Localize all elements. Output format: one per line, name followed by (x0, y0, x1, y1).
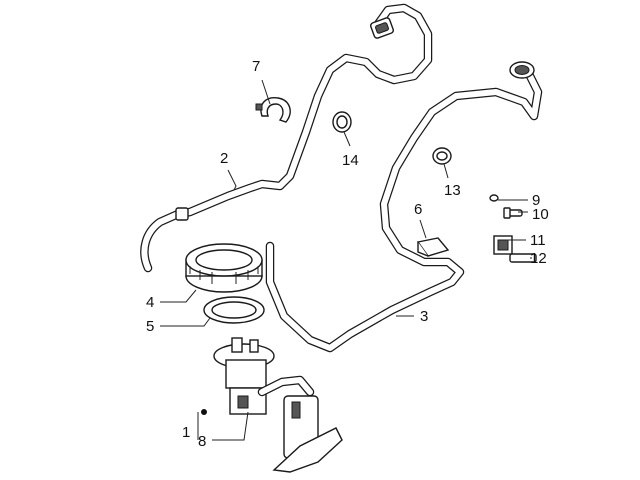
callout-7: 7 (252, 58, 260, 75)
callout-1: 1 (182, 424, 190, 441)
gasket-part-5 (203, 296, 265, 324)
screw-part-10 (503, 207, 523, 219)
hose-part-2 (140, 3, 433, 273)
fuel-pump-assembly (213, 337, 343, 473)
washer-part-9 (489, 194, 499, 202)
callout-10: 10 (532, 206, 549, 223)
callout-labels: 7 2 14 13 6 9 10 11 12 4 5 3 1 8 (146, 58, 549, 450)
callout-8: 8 (198, 433, 206, 450)
hose-connector-top (370, 17, 394, 39)
callout-bullet (201, 409, 207, 415)
callout-14: 14 (342, 152, 359, 169)
callout-12: 12 (530, 250, 547, 267)
hose-connector-right (509, 61, 535, 79)
lock-ring-part-4 (185, 243, 263, 293)
callout-3: 3 (420, 308, 428, 325)
clamp-part-14 (332, 111, 352, 133)
callout-2: 2 (220, 150, 228, 167)
bolt-part-12 (509, 253, 537, 263)
clamp-part-13 (432, 147, 452, 165)
hose-part-3 (265, 61, 543, 353)
callout-6: 6 (414, 201, 422, 218)
callout-11: 11 (530, 232, 546, 249)
callout-4: 4 (146, 294, 154, 311)
callout-9: 9 (532, 192, 540, 209)
bracket-part-11 (493, 235, 513, 255)
callout-13: 13 (444, 182, 461, 199)
leader-lines (160, 79, 532, 441)
callout-5: 5 (146, 318, 154, 335)
clip-part-6 (416, 237, 450, 257)
hose-clamp-part-7 (255, 97, 291, 123)
